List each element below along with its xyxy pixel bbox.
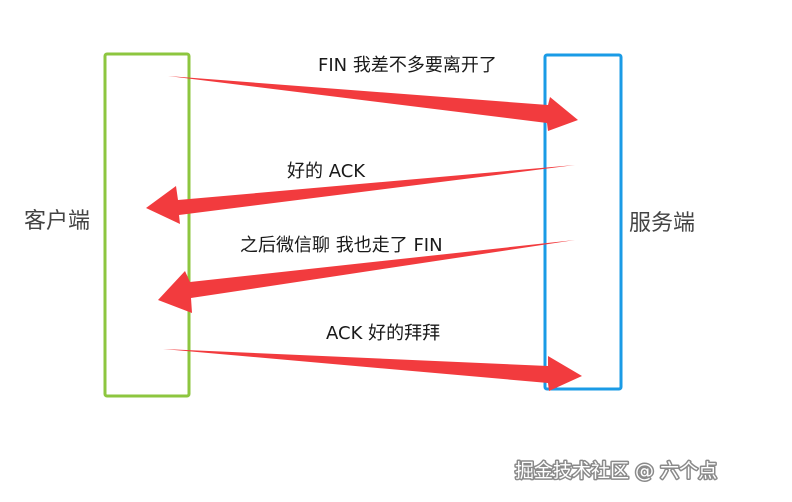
arrow-fin-to-server — [168, 76, 578, 131]
message-label-ack-client: 好的 ACK — [287, 161, 366, 182]
server-box — [543, 53, 623, 391]
client-box — [103, 52, 191, 398]
arrow-ack-to-server — [163, 349, 582, 391]
watermark: 掘金技术社区 @ 六个点 — [515, 460, 717, 482]
message-label-fin-client: 之后微信聊 我也走了 FIN — [240, 235, 443, 256]
client-label: 客户端 — [24, 209, 90, 234]
server-label: 服务端 — [629, 211, 695, 236]
message-label-fin-server: FIN 我差不多要离开了 — [318, 55, 497, 76]
message-label-ack-server: ACK 好的拜拜 — [326, 323, 440, 344]
arrow-fin-to-client — [158, 240, 575, 313]
